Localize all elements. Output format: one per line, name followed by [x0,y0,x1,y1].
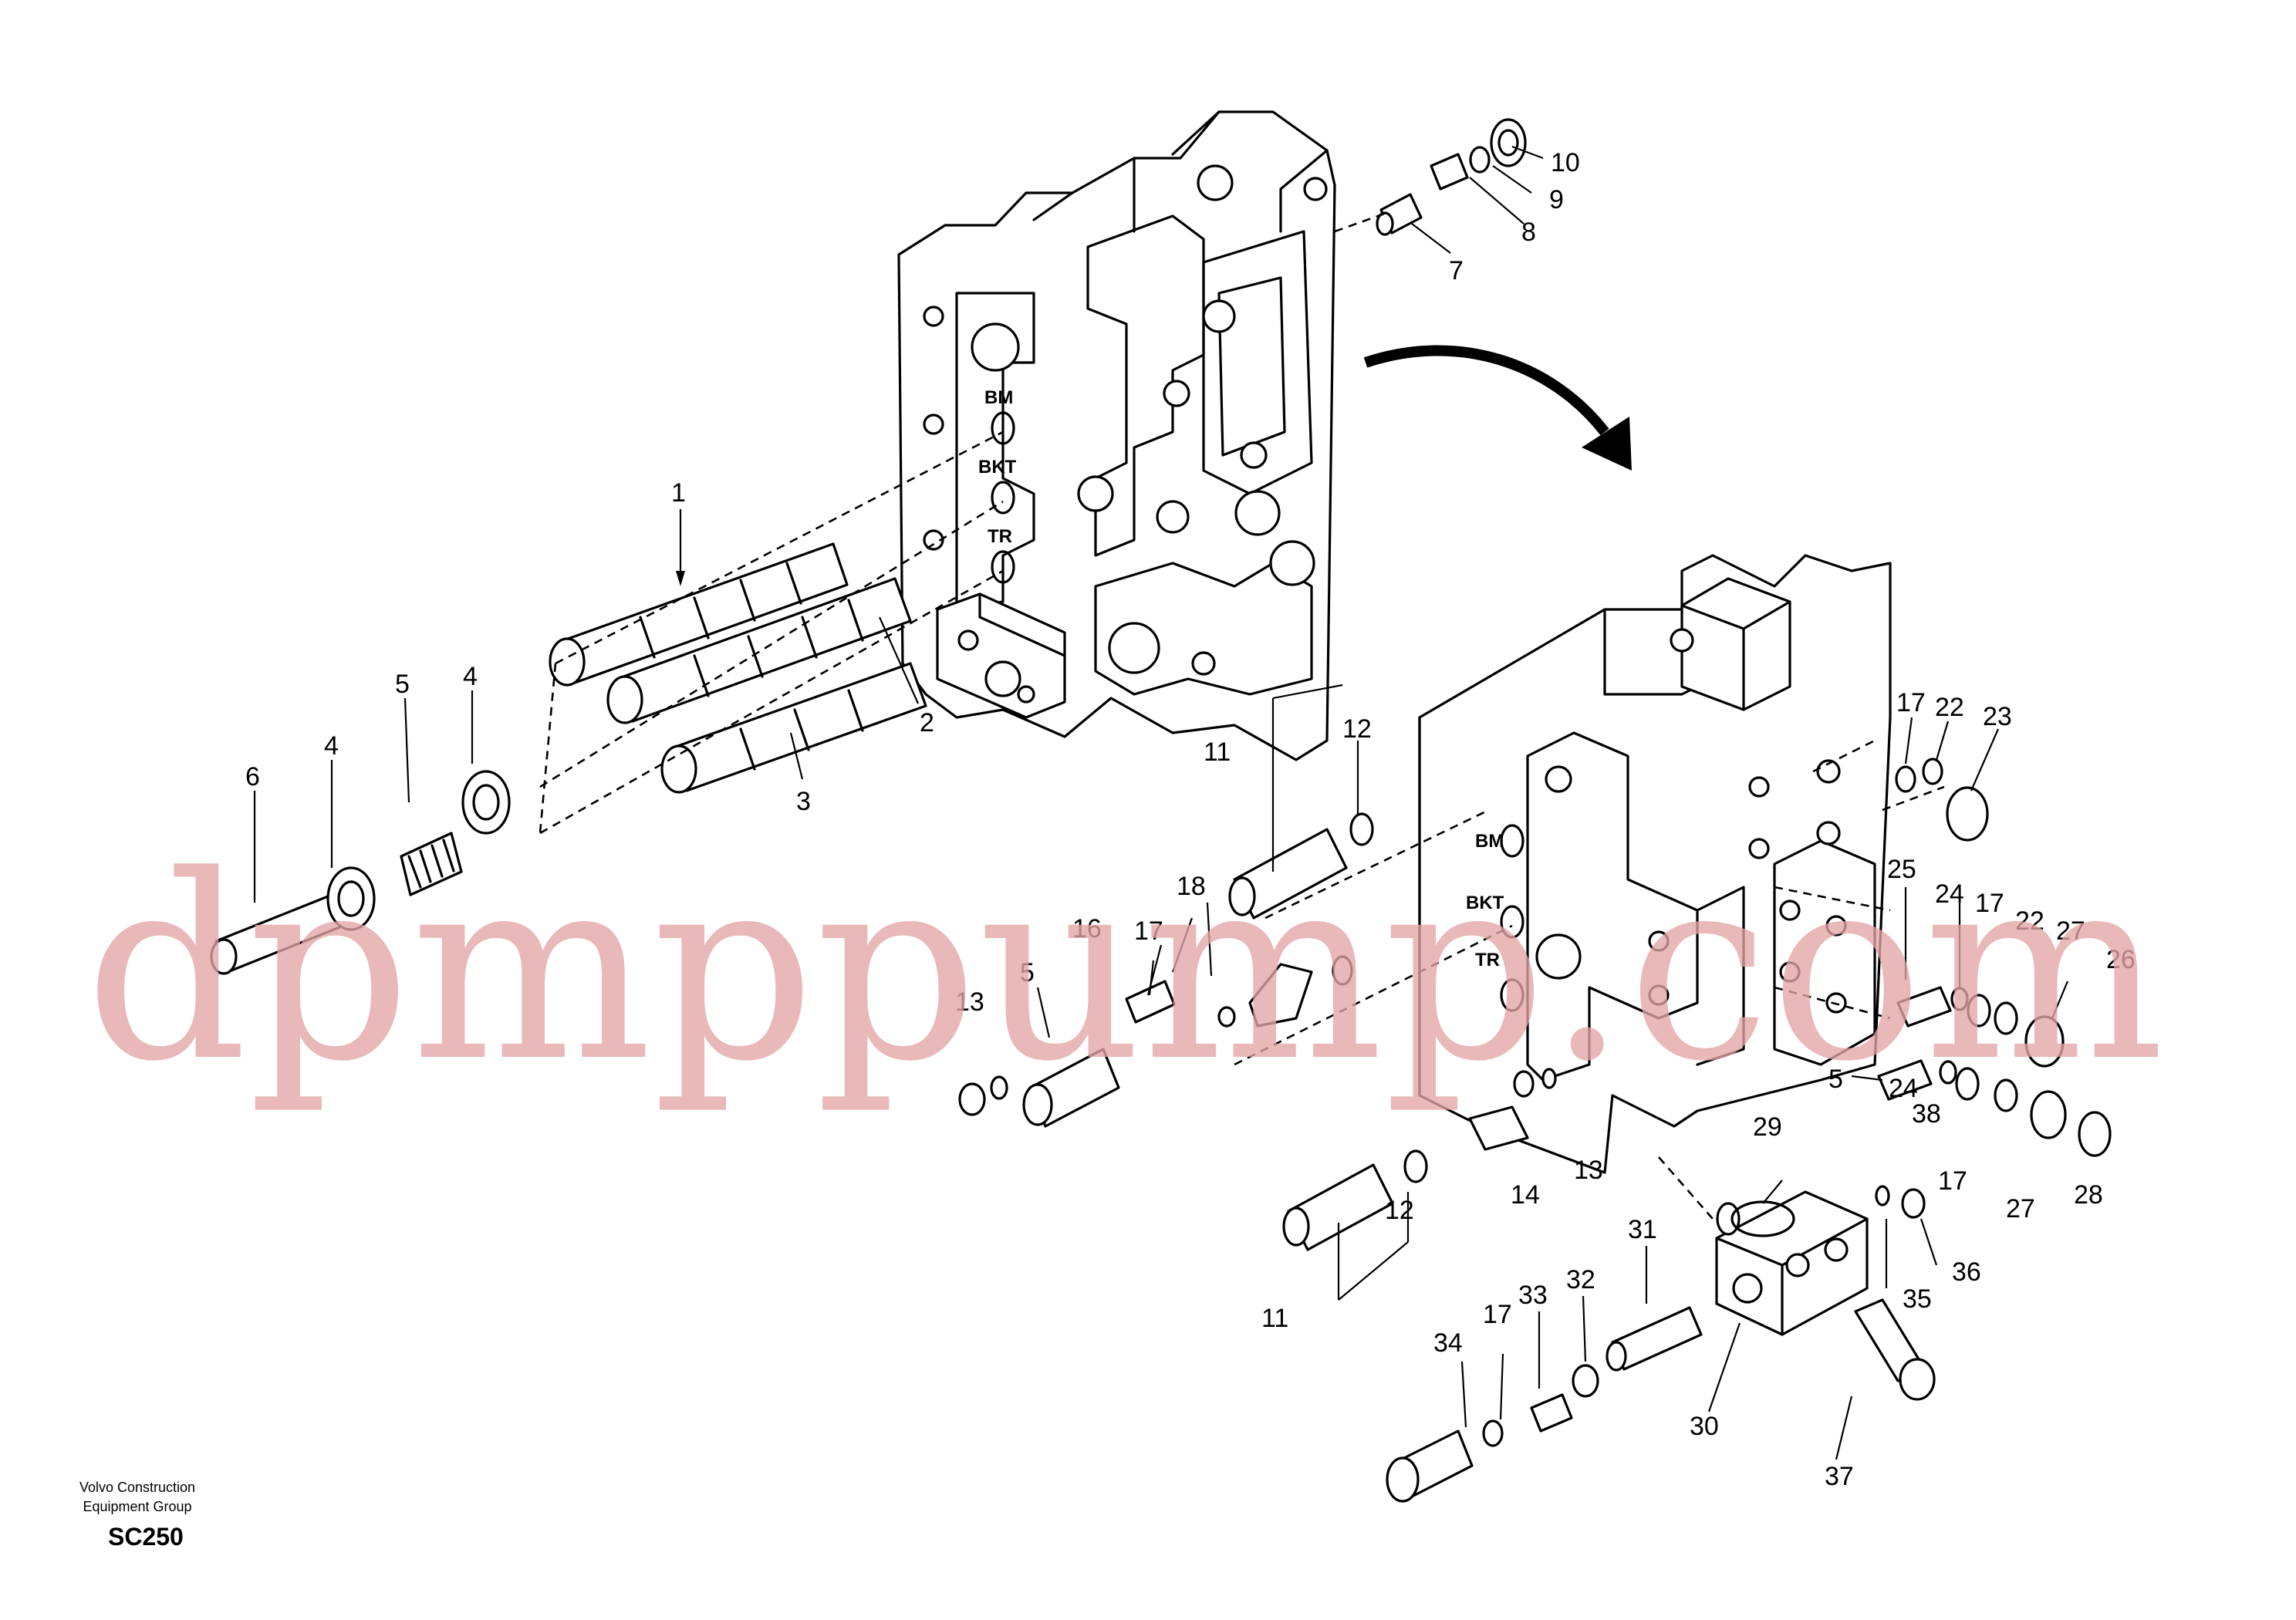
dashed-leaders [539,211,1945,1220]
callout-28: 28 [2074,1180,2103,1210]
spools [549,542,927,794]
port-label-tr-upper: TR [988,526,1012,547]
upper-right-parts [1376,118,1527,236]
callout-30: 30 [1690,1412,1719,1441]
callout-29: 29 [1753,1112,1782,1142]
upper-valve-block: BM BKT TR [897,110,1336,761]
callout-13b: 13 [1574,1156,1603,1185]
left-small-parts [210,770,511,975]
callout-22b: 22 [2015,906,2044,936]
callout-31: 31 [1628,1215,1657,1244]
callout-11a: 11 [1204,737,1231,767]
callout-11b: 11 [1261,1304,1288,1333]
callout-5c: 5 [1828,1065,1843,1094]
callout-12a: 12 [1342,714,1372,744]
callout-13a: 13 [955,987,984,1017]
callout-numbers: 1 2 3 4 4 5 6 10 9 8 7 11 12 17 18 16 5 … [245,148,2136,1491]
callout-5a: 5 [395,670,410,699]
model-code: SC250 [108,1523,184,1551]
callout-10: 10 [1551,148,1580,177]
callout-17d: 17 [1938,1166,1967,1196]
watermark-text: dpmppump.com [85,821,2165,1117]
callout-12b: 12 [1385,1196,1414,1225]
lower-valve-block: BM BKT TR [1418,554,1892,1174]
callout-leaders [253,145,2069,1460]
brand-line-1: Volvo Construction [79,1480,196,1495]
callout-16: 16 [1072,914,1102,943]
callout-6: 6 [245,762,260,791]
callout-17b: 17 [1896,688,1926,717]
callout-24a: 24 [1935,879,1964,909]
callout-9: 9 [1549,185,1564,214]
callout-25: 25 [1887,855,1916,884]
brand-line-2: Equipment Group [83,1499,192,1514]
callout-7: 7 [1449,256,1464,285]
callout-22a: 22 [1935,693,1964,722]
port-label-bm-upper: BM [984,387,1013,408]
callout-8: 8 [1521,218,1536,247]
callout-32: 32 [1566,1265,1595,1294]
brand-block: Volvo Construction Equipment Group [45,1478,230,1517]
callout-3: 3 [796,787,811,816]
callout-4b: 4 [324,731,339,761]
callout-34: 34 [1433,1328,1463,1358]
port-label-bkt-upper: BKT [978,457,1017,478]
port-label-tr-lower: TR [1475,950,1500,970]
callout-26: 26 [2106,945,2136,974]
port-label-bkt-lower: BKT [1466,893,1504,913]
callout-5b: 5 [1020,958,1035,987]
callout-38: 38 [1912,1099,1941,1129]
callout-2: 2 [920,708,934,737]
callout-24b: 24 [1889,1074,1918,1103]
callout-4a: 4 [463,662,478,691]
callout-27b: 27 [2006,1194,2035,1223]
callout-23: 23 [1983,702,2012,731]
callout-18: 18 [1177,872,1206,901]
callout-33: 33 [1518,1281,1548,1310]
callout-17e: 17 [1483,1300,1512,1329]
callout-14: 14 [1511,1180,1540,1210]
callout-37: 37 [1825,1462,1854,1491]
callout-1: 1 [671,478,686,508]
callout-36: 36 [1952,1257,1981,1287]
callout-27a: 27 [2056,916,2085,946]
callout-35: 35 [1903,1284,1932,1314]
port-label-bm-lower: BM [1475,831,1504,852]
callout-17a: 17 [1134,916,1163,946]
lower-parts [958,758,2112,1503]
callout-17c: 17 [1975,889,2004,918]
assembly-arrow [1363,345,1632,471]
